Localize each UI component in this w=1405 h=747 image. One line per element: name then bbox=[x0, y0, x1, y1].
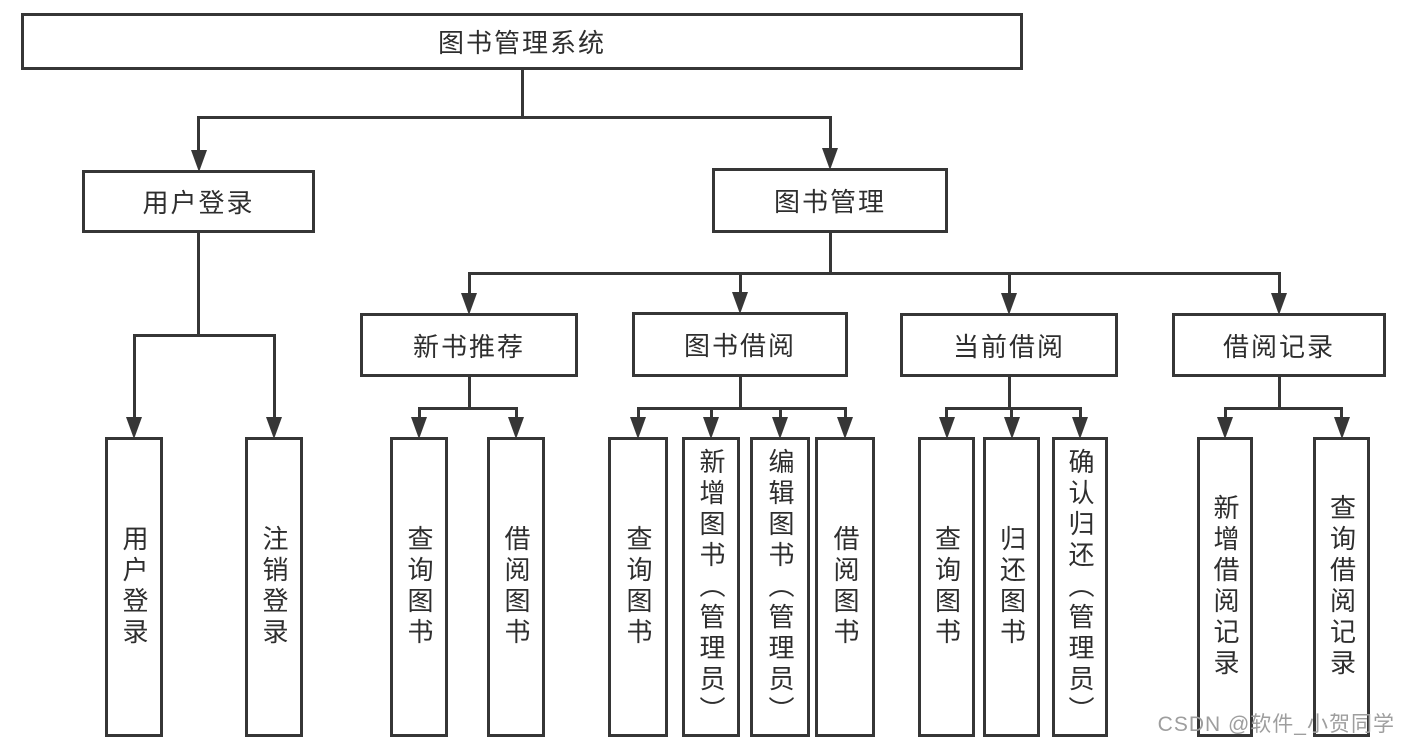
connector-line bbox=[1277, 377, 1281, 408]
node-label: 图书管理系统 bbox=[437, 28, 606, 58]
node-leaf-login: 用户登录 bbox=[105, 437, 163, 737]
arrowhead-icon bbox=[1271, 293, 1287, 315]
connector-line bbox=[132, 335, 136, 417]
node-label: 图书管理 bbox=[773, 187, 886, 217]
node-book-borrow: 图书借阅 bbox=[632, 312, 848, 377]
connector-line bbox=[514, 408, 518, 417]
node-leaf-bb-borrow: 借阅图书 bbox=[815, 437, 875, 737]
connector-line bbox=[132, 333, 276, 337]
connector-line bbox=[709, 408, 713, 417]
connector-line bbox=[1340, 408, 1343, 417]
connector-line bbox=[778, 408, 782, 417]
node-leaf-cb-confirm: 确认归还（管理员） bbox=[1052, 437, 1108, 737]
node-label: 查询图书 bbox=[931, 525, 962, 649]
node-leaf-br-query: 查询借阅记录 bbox=[1313, 437, 1370, 737]
arrowhead-icon bbox=[190, 150, 207, 172]
arrowhead-icon bbox=[1001, 293, 1017, 315]
node-label: 查询图书 bbox=[623, 525, 653, 649]
arrowhead-icon bbox=[822, 148, 838, 170]
connector-line bbox=[636, 406, 847, 410]
arrowhead-icon bbox=[126, 417, 142, 439]
connector-line bbox=[1007, 273, 1011, 293]
connector-line bbox=[945, 406, 1082, 410]
connector-line bbox=[945, 408, 948, 417]
node-label: 新增借阅记录 bbox=[1210, 494, 1240, 680]
connector-line bbox=[636, 408, 640, 417]
node-book-mgmt: 图书管理 bbox=[712, 168, 948, 233]
node-label: 查询借阅记录 bbox=[1326, 494, 1357, 680]
connector-line bbox=[520, 70, 524, 117]
connector-line bbox=[1277, 273, 1281, 293]
node-label: 当前借阅 bbox=[952, 331, 1065, 362]
connector-line bbox=[1223, 406, 1343, 410]
node-label: 用户登录 bbox=[142, 188, 255, 218]
node-leaf-bb-edit: 编辑图书（管理员） bbox=[750, 437, 810, 737]
node-label: 图书借阅 bbox=[683, 331, 796, 361]
arrowhead-icon bbox=[266, 417, 282, 439]
connector-line bbox=[1010, 408, 1013, 417]
arrowhead-icon bbox=[938, 417, 955, 439]
node-label: 借阅图书 bbox=[830, 525, 860, 649]
arrowhead-icon bbox=[1072, 417, 1088, 439]
node-label: 新增图书（管理员） bbox=[696, 447, 726, 727]
arrowhead-icon bbox=[772, 417, 788, 439]
node-leaf-bb-add: 新增图书（管理员） bbox=[682, 437, 740, 737]
connector-line bbox=[467, 271, 1281, 275]
connector-line bbox=[738, 273, 742, 292]
node-label: 查询图书 bbox=[404, 525, 434, 649]
connector-line bbox=[417, 406, 518, 410]
connector-line bbox=[828, 117, 832, 148]
node-label: 借阅记录 bbox=[1222, 331, 1335, 362]
node-label: 新书推荐 bbox=[412, 331, 525, 362]
node-leaf-br-add: 新增借阅记录 bbox=[1197, 437, 1253, 737]
node-leaf-nbr-borrow: 借阅图书 bbox=[487, 437, 545, 737]
connector-line bbox=[272, 335, 276, 417]
arrowhead-icon bbox=[732, 292, 748, 314]
arrowhead-icon bbox=[461, 293, 477, 315]
arrowhead-icon bbox=[1003, 417, 1020, 439]
connector-line bbox=[467, 377, 471, 408]
connector-line bbox=[1078, 408, 1082, 417]
node-root: 图书管理系统 bbox=[21, 13, 1023, 70]
node-label: 借阅图书 bbox=[501, 525, 531, 649]
connector-line bbox=[843, 408, 847, 417]
watermark: CSDN @软件_小贺同学 bbox=[1157, 713, 1395, 736]
connector-line bbox=[1223, 408, 1227, 417]
connector-line bbox=[738, 377, 742, 408]
connector-line bbox=[467, 273, 471, 293]
node-label: 编辑图书（管理员） bbox=[765, 447, 795, 727]
arrowhead-icon bbox=[837, 417, 853, 439]
node-label: 注销登录 bbox=[259, 525, 289, 649]
arrowhead-icon bbox=[630, 417, 646, 439]
node-leaf-cb-return: 归还图书 bbox=[983, 437, 1040, 737]
node-label: 确认归还（管理员） bbox=[1065, 447, 1095, 727]
arrowhead-icon bbox=[411, 417, 427, 439]
arrowhead-icon bbox=[1217, 417, 1233, 439]
connector-line bbox=[197, 115, 832, 119]
connector-line bbox=[417, 408, 421, 417]
node-leaf-cb-query: 查询图书 bbox=[918, 437, 975, 737]
connector-line bbox=[1007, 377, 1011, 408]
arrowhead-icon bbox=[1333, 417, 1350, 439]
node-user-login: 用户登录 bbox=[82, 170, 315, 233]
arrowhead-icon bbox=[508, 417, 524, 439]
node-leaf-nbr-query: 查询图书 bbox=[390, 437, 448, 737]
connector-line bbox=[197, 117, 200, 150]
node-new-book-rec: 新书推荐 bbox=[360, 313, 578, 377]
connector-line bbox=[828, 233, 832, 273]
connector-line bbox=[197, 233, 200, 335]
node-borrow-records: 借阅记录 bbox=[1172, 313, 1386, 377]
node-leaf-bb-query: 查询图书 bbox=[608, 437, 668, 737]
node-leaf-logout: 注销登录 bbox=[245, 437, 303, 737]
node-current-borrow: 当前借阅 bbox=[900, 313, 1118, 377]
arrowhead-icon bbox=[703, 417, 719, 439]
node-label: 归还图书 bbox=[996, 525, 1027, 649]
node-label: 用户登录 bbox=[119, 525, 149, 649]
